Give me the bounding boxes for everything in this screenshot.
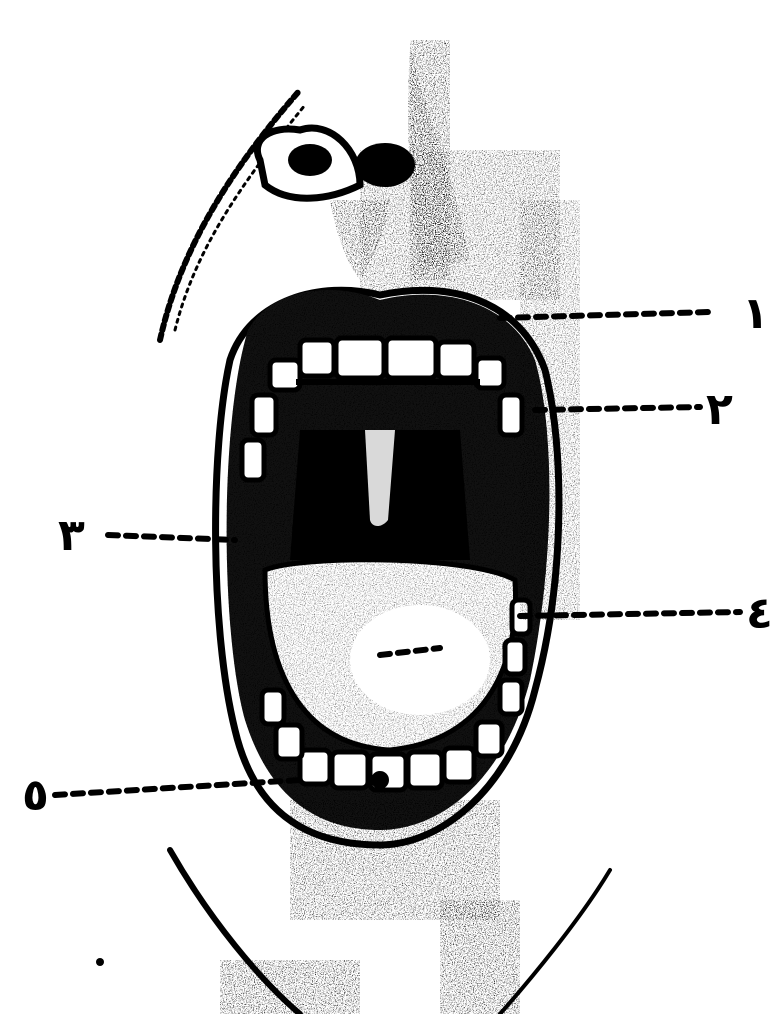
- label-5: ٥: [22, 774, 49, 818]
- label-4: ٤: [746, 592, 773, 636]
- label-1: ١: [742, 292, 769, 336]
- label-3: ٣: [58, 514, 85, 558]
- stray-dot: [96, 958, 104, 966]
- nose: [257, 40, 560, 300]
- leader-dot-5: [371, 771, 389, 789]
- chin-shading: [220, 800, 520, 1014]
- label-2: ٢: [706, 388, 733, 432]
- leader-line-2: [535, 407, 700, 410]
